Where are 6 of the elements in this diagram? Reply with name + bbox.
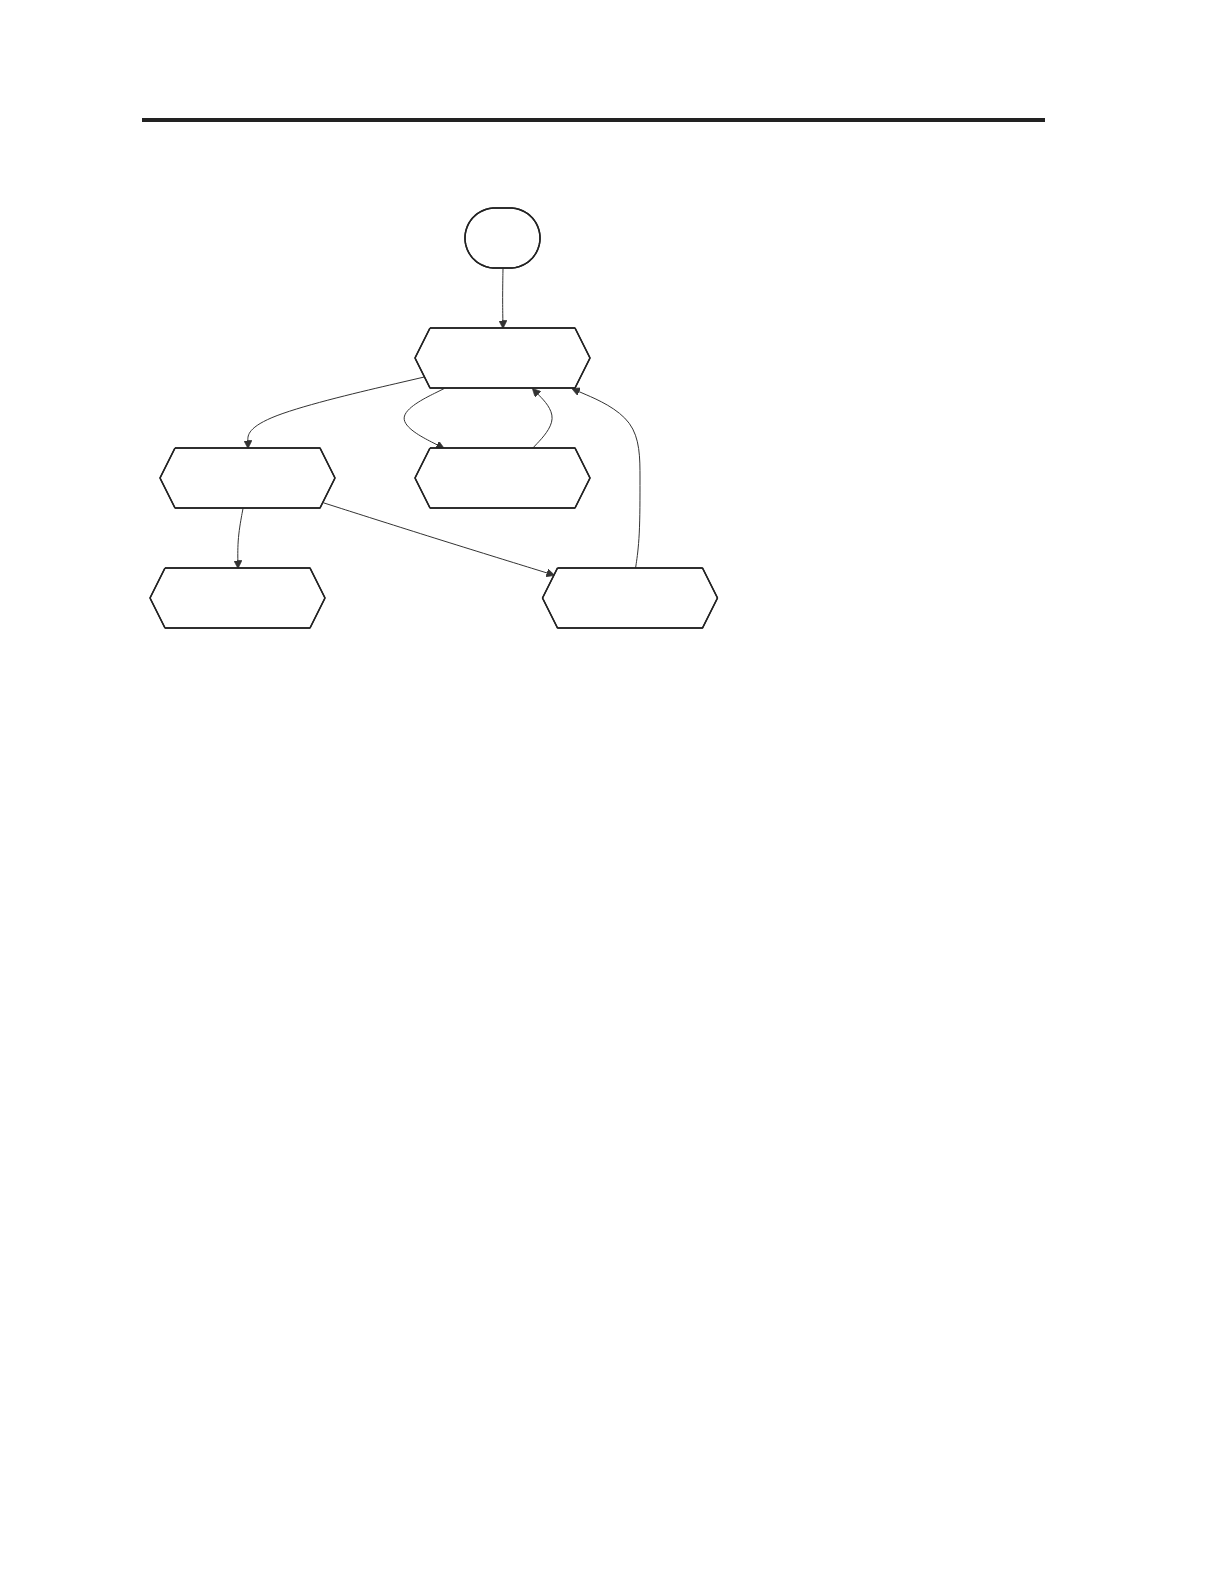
arrow (322, 502, 555, 578)
arrow (531, 388, 553, 449)
arrow (233, 508, 244, 569)
arrow (498, 268, 508, 329)
arrow (403, 388, 445, 449)
arrow (571, 387, 641, 569)
